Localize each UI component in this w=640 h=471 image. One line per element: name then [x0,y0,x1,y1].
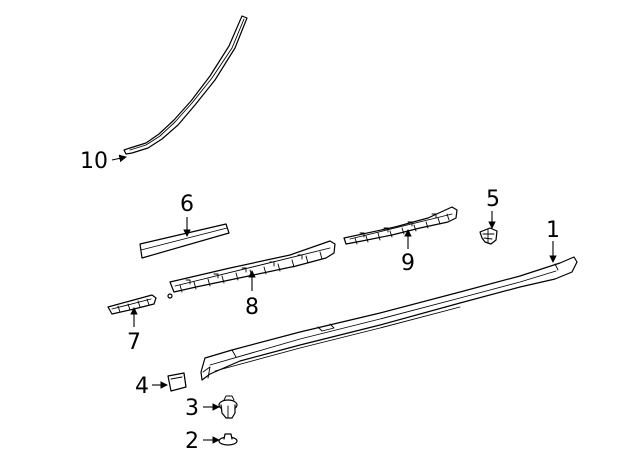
callout-8: 8 [245,295,259,320]
part-2-clip [218,433,238,446]
part-3-push-clip [218,395,238,419]
callout-2: 2 [185,429,199,454]
part-5-clip [479,227,498,245]
callout-9: 9 [401,251,415,276]
part-9-rear-retainer [343,206,458,245]
leader-lines [111,154,557,444]
part-10-frame-trim [123,15,248,155]
callout-5: 5 [486,187,500,212]
callout-7: 7 [127,330,141,355]
callout-numbers: 10 6 5 1 9 8 7 4 3 2 [80,149,560,454]
part-6-pad [139,223,230,259]
leader-10 [111,154,127,163]
callout-6: 6 [180,192,194,217]
callout-3: 3 [185,396,199,421]
callout-4: 4 [135,374,149,399]
part-4-nut [167,372,187,392]
callout-10: 10 [80,149,108,174]
part-1-rocker-molding [200,256,578,381]
callout-1: 1 [546,218,560,243]
part-7-front-retainer [107,294,157,315]
part-8-main-retainer [167,240,336,299]
